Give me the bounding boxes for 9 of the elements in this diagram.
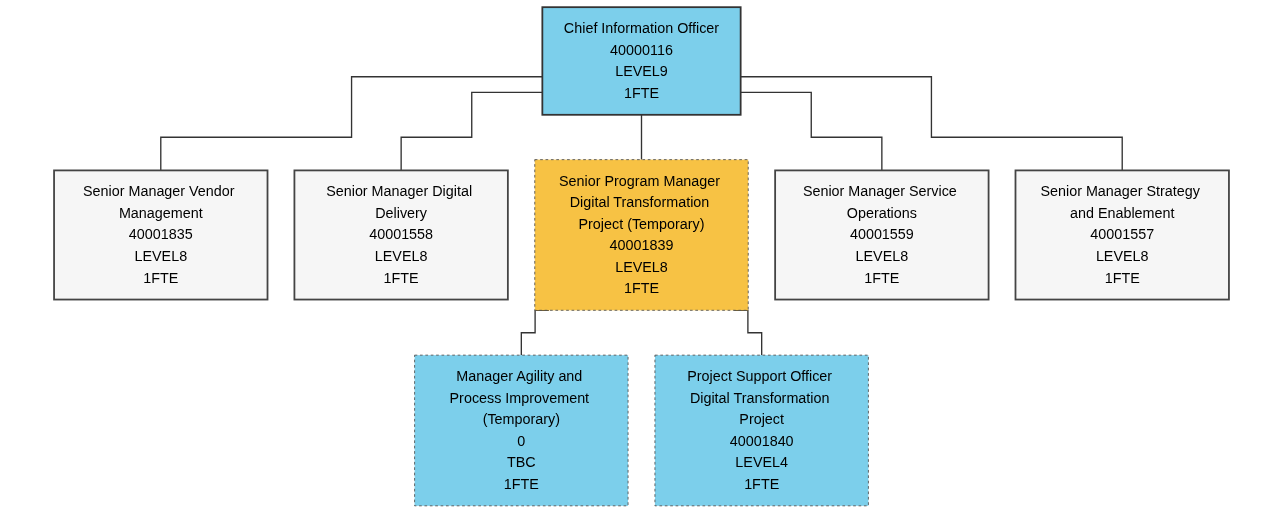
node-box: Project Support Officer Digital Transformation Project 40001840 LEVEL4 1FTE (654, 354, 869, 507)
node-box: Senior Manager Service Operations 40001559 LEVEL8 1FTE (774, 169, 990, 301)
node-box: Senior Manager Strategy and Enablement 40001557 LEVEL8 1FTE (1014, 169, 1230, 301)
node-box: Senior Manager Vendor Management 40001835 LEVEL8 1FTE (53, 169, 269, 301)
connector (640, 114, 643, 161)
node-box: Senior Program Manager Digital Transformation Project (Temporary) 40001839 LEVEL8 1FTE (534, 159, 749, 311)
node-box: Senior Manager Digital Delivery 40001558 LEVEL8 1FTE (293, 169, 509, 301)
node-box: Manager Agility and Process Improvement (Temporary) 0 TBC 1FTE (414, 354, 629, 507)
node-box: Chief Information Officer 40000116 LEVEL9 1FTE (541, 6, 742, 116)
